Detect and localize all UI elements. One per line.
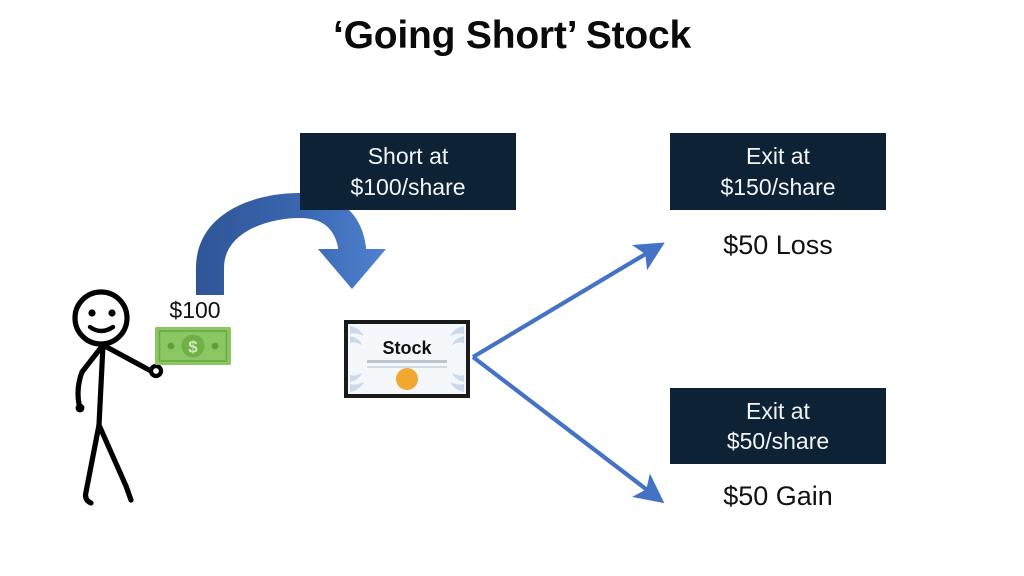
short-entry-box: Short at $100/share — [300, 133, 516, 210]
arrow-down-right-icon — [471, 355, 665, 504]
short-entry-line1: Short at — [367, 143, 449, 170]
loss-result-label: $50 Loss — [723, 230, 833, 260]
exit-low-box: Exit at $50/share — [670, 388, 886, 464]
gain-result-label: $50 Gain — [723, 481, 833, 511]
exit-low-line1: Exit at — [746, 397, 810, 424]
exit-high-line1: Exit at — [746, 143, 810, 170]
dollar-bill-icon: $ — [155, 327, 231, 365]
exit-high-box: Exit at $150/share — [670, 133, 886, 210]
arrow-up-right-icon — [471, 242, 665, 359]
stick-figure-icon — [72, 289, 164, 506]
short-entry-line2: $100/share — [350, 173, 466, 200]
stock-certificate-icon: Stock — [344, 320, 470, 398]
money-amount-label: $100 — [169, 297, 221, 323]
exit-high-line2: $150/share — [720, 173, 836, 200]
page-title: ‘Going Short’ Stock — [332, 14, 692, 57]
certificate-label: Stock — [382, 338, 432, 358]
svg-text:$: $ — [188, 338, 198, 357]
exit-low-line2: $50/share — [726, 428, 830, 454]
